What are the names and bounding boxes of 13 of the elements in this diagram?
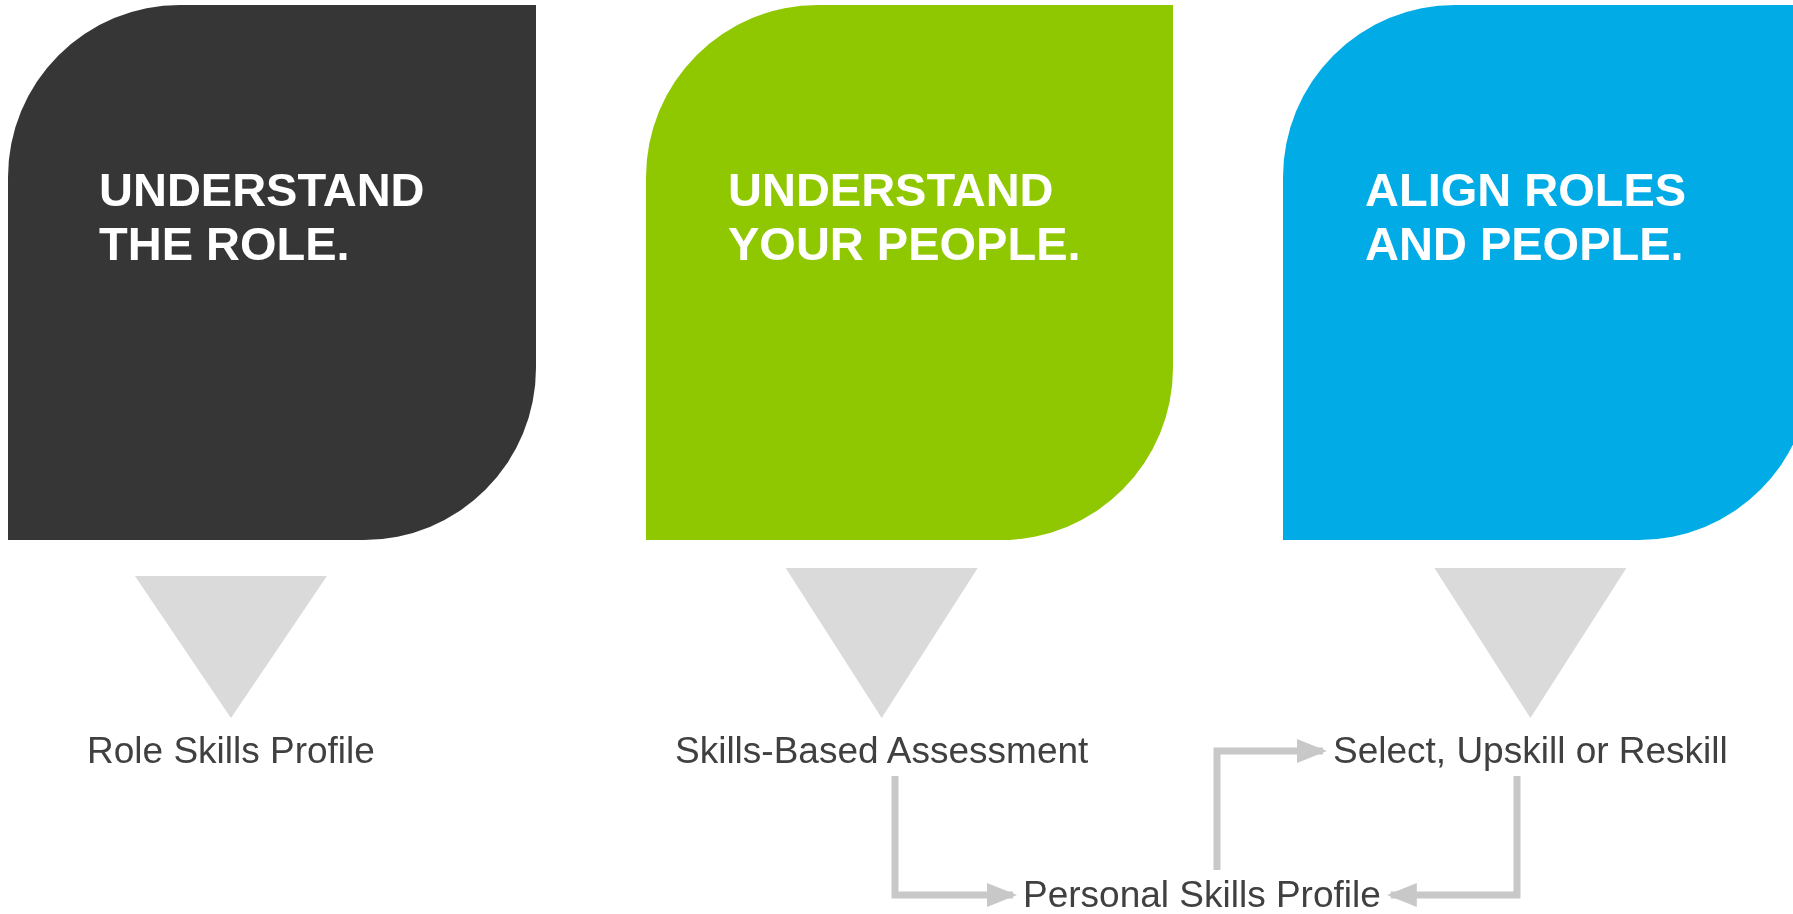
step-output-label: Role Skills Profile	[87, 730, 375, 772]
step-heading: UNDERSTAND YOUR PEOPLE.	[728, 163, 1082, 272]
rounded-step-panel	[1283, 5, 1793, 540]
step-heading: ALIGN ROLES AND PEOPLE.	[1365, 163, 1688, 272]
step-heading: UNDERSTAND THE ROLE.	[99, 163, 426, 272]
rounded-step-panel	[646, 5, 1173, 540]
rounded-step-panel	[8, 5, 536, 540]
step-output-label: Skills-Based Assessment	[675, 730, 1089, 772]
down-chevron-arrow	[785, 568, 978, 718]
down-chevron-arrow	[134, 576, 327, 718]
step-output-label: Select, Upskill or Reskill	[1333, 730, 1728, 772]
down-chevron-arrow	[1434, 568, 1627, 718]
step-output-label: Personal Skills Profile	[1023, 874, 1381, 914]
